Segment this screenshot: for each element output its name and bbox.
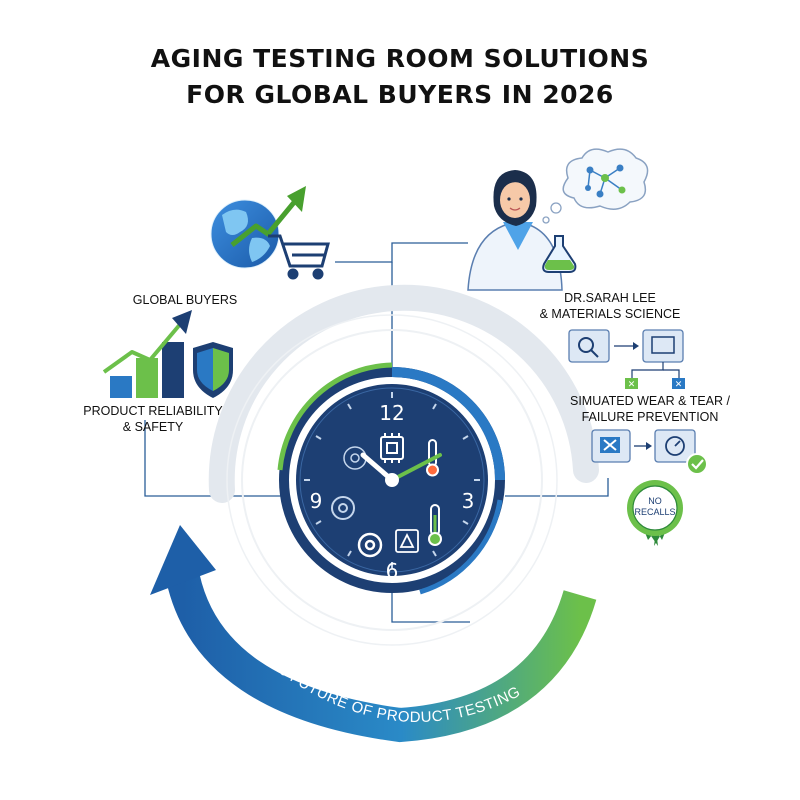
- future-arc: [150, 525, 597, 743]
- shield-icon: [193, 342, 233, 398]
- svg-text:NO: NO: [648, 496, 662, 506]
- numeral-12: 12: [379, 401, 404, 425]
- gear-icon: [331, 496, 355, 520]
- shopping-cart-icon: [268, 234, 330, 280]
- warning-chip-icon: [395, 529, 419, 553]
- growth-chart-icon: [102, 310, 192, 398]
- svg-text:RECALLS: RECALLS: [634, 507, 675, 517]
- numeral-6: 6: [386, 559, 399, 583]
- scientist-label-line1: DR.SARAH LEE: [564, 291, 656, 305]
- wear-label-line2: FAILURE PREVENTION: [581, 410, 719, 424]
- connector-reliability: [144, 420, 300, 497]
- central-clock: 12 3 6 9: [277, 362, 505, 595]
- no-recalls-badge: NO RECALLS: [627, 480, 683, 546]
- thermometer-green-icon: [428, 504, 442, 546]
- minute-hand: [390, 453, 442, 482]
- check-icon: [686, 453, 708, 475]
- connector-lines: [144, 242, 609, 623]
- reliability-label-line1: PRODUCT RELIABILITY: [83, 404, 223, 418]
- page-title-line1: AGING TESTING ROOM SOLUTIONS: [150, 44, 650, 73]
- flask-icon: [542, 235, 577, 273]
- outer-ring: [241, 329, 543, 631]
- thought-bubble-icon: [542, 148, 649, 224]
- wear-label-line1: SIMUATED WEAR & TEAR /: [570, 394, 730, 408]
- inspection-monitor-icon: [568, 329, 610, 363]
- gear-large-icon: [357, 532, 383, 558]
- connector-wear: [505, 478, 609, 497]
- scientist-label-line2: & MATERIALS SCIENCE: [539, 307, 681, 321]
- page-title-line2: FOR GLOBAL BUYERS IN 2026: [186, 80, 614, 109]
- svg-text:✕: ✕: [628, 380, 636, 390]
- reliability-label-line2: & SAFETY: [122, 420, 184, 434]
- thermometer-icon: [426, 439, 439, 477]
- svg-text:✕: ✕: [675, 380, 683, 390]
- fail-badge: [672, 378, 685, 389]
- chip-icon: [380, 433, 404, 463]
- scientist-avatar: [467, 170, 563, 291]
- connector-bottom: [391, 590, 470, 623]
- test-flow-diagram: ✕ ✕: [568, 329, 708, 475]
- global-buyers-label: GLOBAL BUYERS: [132, 293, 238, 307]
- connector-globe-scientist: [335, 242, 468, 263]
- pass-badge: [625, 378, 638, 389]
- arc-arrowhead: [150, 525, 216, 595]
- outer-ring-2: [226, 314, 558, 646]
- numeral-9: 9: [310, 489, 323, 513]
- trend-arrow-icon: [230, 186, 306, 247]
- background-arc: [208, 284, 599, 503]
- chamber-monitor-icon: [642, 329, 684, 363]
- clock-center: [385, 473, 399, 487]
- numeral-3: 3: [462, 489, 475, 513]
